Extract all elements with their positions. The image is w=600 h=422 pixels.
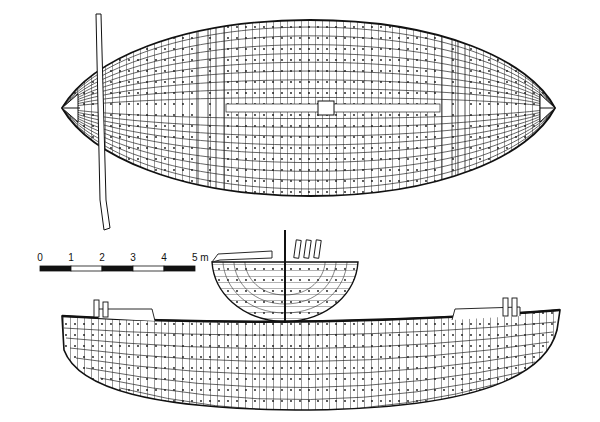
scale-label: 4 — [161, 252, 167, 264]
scale-label: 2 — [99, 252, 105, 264]
scale-label: 0 — [37, 252, 43, 264]
scale-bar — [40, 266, 195, 271]
cross-section — [210, 230, 360, 324]
scale-label: 3 — [130, 252, 136, 264]
scale-label: 5 m — [192, 252, 209, 264]
scale-label: 1 — [68, 252, 74, 264]
side-view — [60, 298, 565, 415]
plan-view — [60, 14, 560, 230]
